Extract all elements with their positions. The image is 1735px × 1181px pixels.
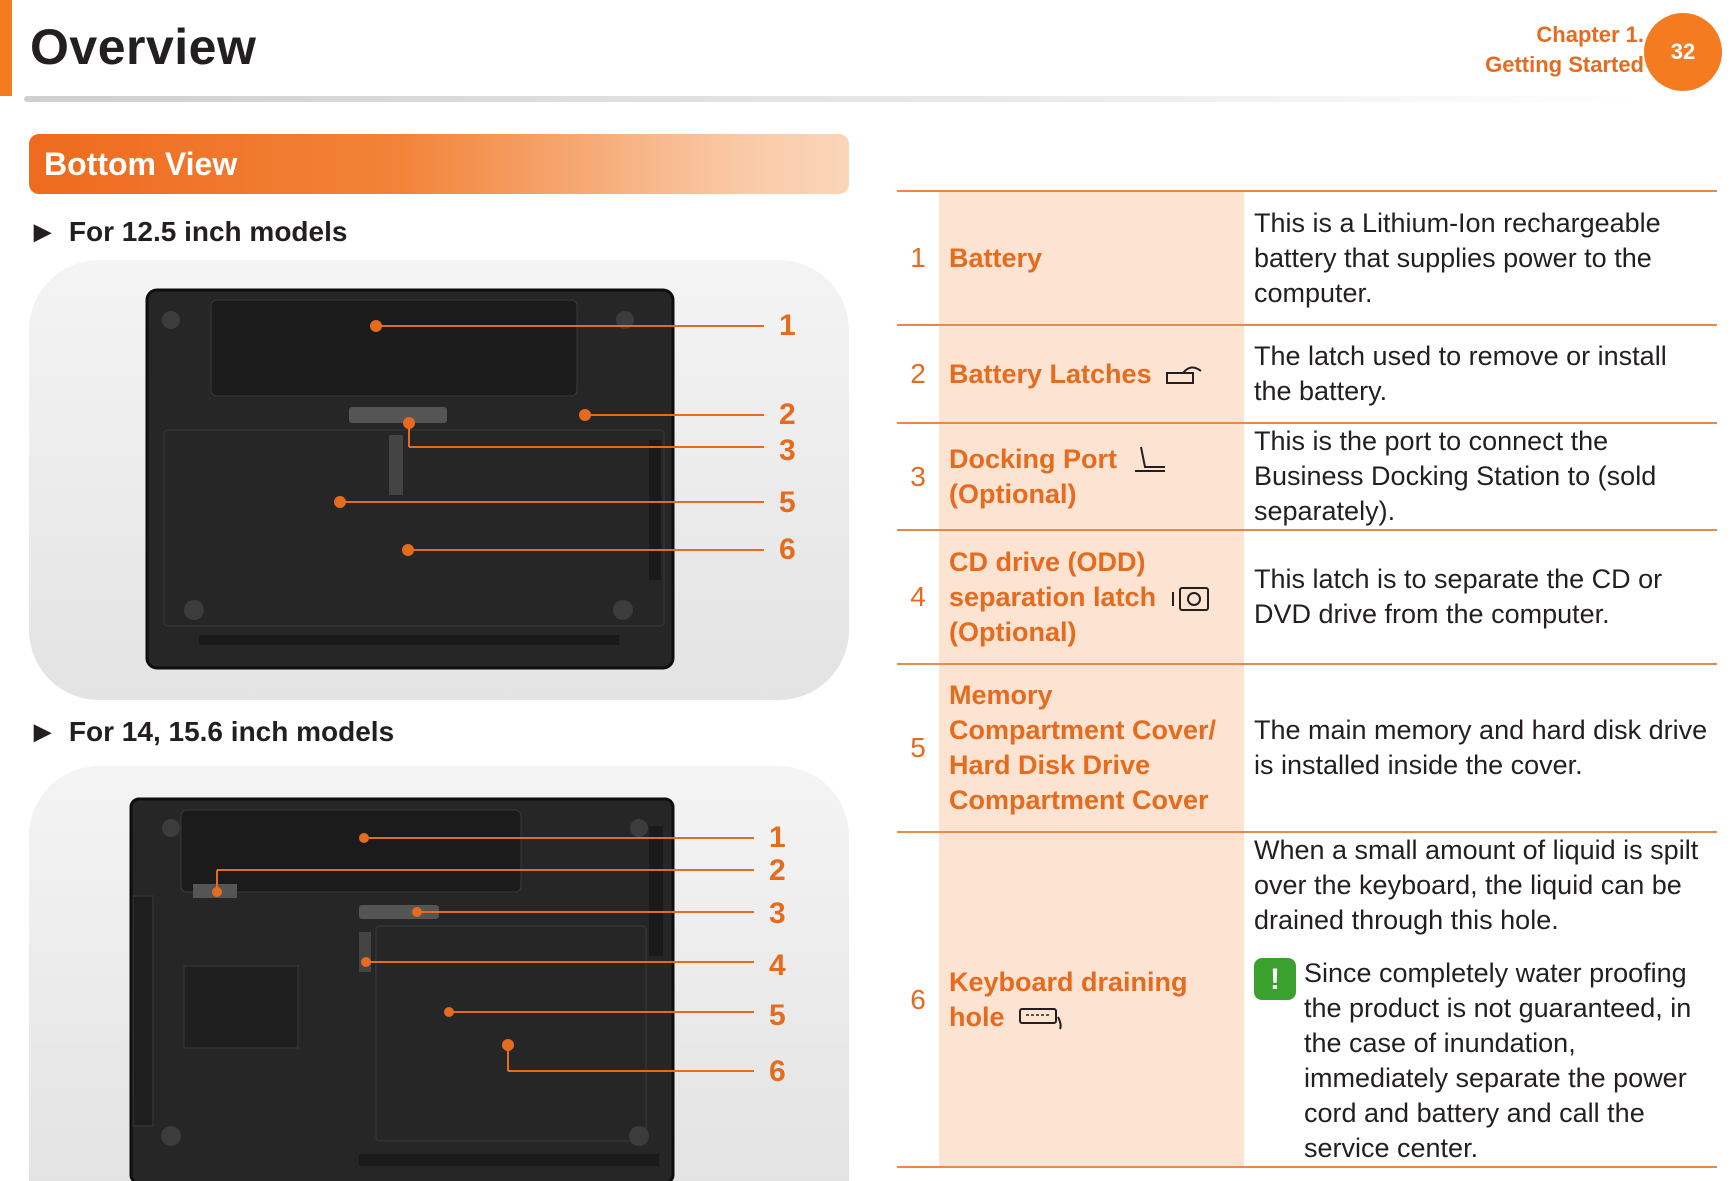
table-row: 2 Battery Latches The latch used to remo… (897, 325, 1717, 423)
row-number: 3 (910, 460, 926, 492)
callout-3: 3 (769, 897, 786, 930)
part-name-optional: (Optional) (949, 616, 1077, 647)
callout-2: 2 (769, 854, 786, 887)
table-row: 3 Docking Port (Optional) This is the po… (897, 423, 1717, 530)
part-name-text: Battery Latches (949, 358, 1152, 389)
section-header: Bottom View (29, 134, 849, 194)
photo-panel-12-5: 1 2 3 5 6 (29, 260, 849, 700)
section-title: Bottom View (44, 146, 238, 182)
docking-port-icon (1134, 447, 1165, 473)
chapter-title: Getting Started (1485, 52, 1644, 77)
part-name-text: Memory Compartment Cover/ Hard Disk Driv… (949, 680, 1217, 815)
callout-5: 5 (779, 486, 796, 519)
warning-exclamation-icon: ! (1254, 958, 1296, 1000)
chapter-label: Chapter 1. Getting Started (1485, 20, 1644, 80)
model-heading-12-5: ▶ For 12.5 inch models (34, 216, 347, 248)
part-description: This is a Lithium-Ion rechargeable batte… (1254, 207, 1661, 308)
row-number: 4 (910, 581, 926, 612)
table-row: 6 Keyboard draining hole When a small am… (897, 832, 1717, 1167)
odd-latch-icon (1171, 587, 1209, 612)
model-heading-14-15: ▶ For 14, 15.6 inch models (34, 716, 394, 748)
page-number-badge: 32 (1644, 13, 1722, 91)
callout-4: 4 (769, 949, 786, 982)
callout-3: 3 (779, 434, 796, 467)
accent-bar (0, 0, 12, 96)
part-name: CD drive (ODD) separation latch (Optiona… (939, 530, 1244, 664)
row-number: 1 (910, 242, 926, 273)
table-row: 5 Memory Compartment Cover/ Hard Disk Dr… (897, 664, 1717, 832)
row-number: 6 (910, 983, 926, 1015)
part-name: Battery Latches (939, 325, 1244, 423)
row-number: 2 (910, 358, 926, 389)
callout-1: 1 (779, 309, 796, 342)
part-description: This is the port to connect the Business… (1254, 426, 1657, 526)
part-name: Docking Port (Optional) (939, 423, 1244, 530)
part-name: Keyboard draining hole (939, 832, 1244, 1167)
part-description: This latch is to separate the CD or DVD … (1254, 564, 1663, 629)
page-title: Overview (30, 19, 257, 75)
header-divider (24, 96, 1644, 102)
row-number: 5 (910, 732, 926, 763)
part-name-text: CD drive (ODD) separation latch (949, 546, 1157, 612)
model-heading-text: For 14, 15.6 inch models (68, 716, 395, 747)
callout-6: 6 (779, 533, 796, 566)
laptop-bottom-diagram-12-5: 1 2 3 5 6 (145, 288, 796, 670)
part-name-text: Battery (949, 242, 1043, 273)
warning-note: ! Since completely water proofing the pr… (1254, 956, 1711, 1166)
battery-latch-icon (1166, 366, 1202, 385)
callout-1: 1 (769, 821, 786, 854)
part-description-text: When a small amount of liquid is spilt o… (1254, 835, 1699, 935)
triangle-bullet-icon: ▶ (34, 219, 51, 244)
part-name: Memory Compartment Cover/ Hard Disk Driv… (939, 664, 1244, 832)
part-name-optional: (Optional) (949, 478, 1077, 509)
part-description: The main memory and hard disk drive is i… (1254, 715, 1708, 780)
keyboard-drain-icon (1019, 1008, 1062, 1030)
part-description: When a small amount of liquid is spilt o… (1244, 832, 1717, 1167)
chapter-number: Chapter 1. (1536, 22, 1644, 47)
part-name-text: Keyboard draining hole (949, 966, 1188, 1032)
callout-5: 5 (769, 999, 786, 1032)
part-description: The latch used to remove or install the … (1254, 341, 1667, 406)
table-row: 4 CD drive (ODD) separation latch (Optio… (897, 530, 1717, 664)
laptop-bottom-diagram-14-15: 1 2 3 4 5 6 (129, 797, 786, 1181)
photo-panel-14-15: 1 2 3 4 5 6 (29, 766, 849, 1181)
part-name-text: Docking Port (949, 443, 1118, 474)
triangle-bullet-icon: ▶ (34, 719, 51, 744)
model-heading-text: For 12.5 inch models (68, 216, 348, 247)
warning-text: Since completely water proofing the prod… (1304, 958, 1692, 1163)
table-row: 1 Battery This is a Lithium-Ion recharge… (897, 191, 1717, 325)
callout-6: 6 (769, 1055, 786, 1088)
part-name: Battery (939, 191, 1244, 325)
parts-table: 1 Battery This is a Lithium-Ion recharge… (897, 190, 1717, 1168)
callout-2: 2 (779, 398, 796, 431)
